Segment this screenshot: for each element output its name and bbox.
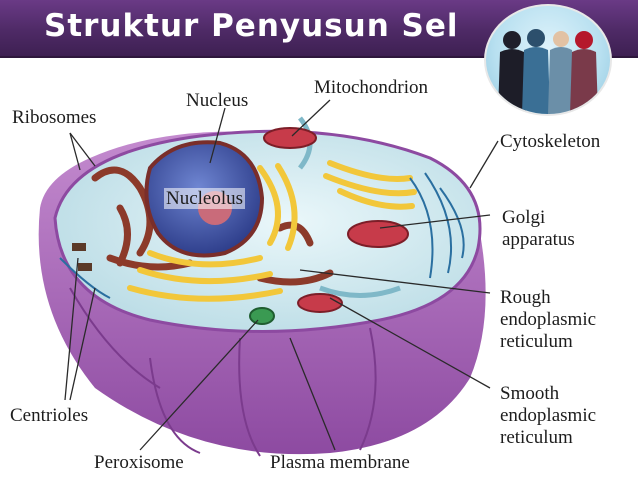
label-golgi-line2: apparatus (502, 229, 575, 250)
label-rough-er-line1: Rough (500, 287, 551, 308)
centrioles-shape (72, 243, 92, 271)
label-centrioles: Centrioles (10, 405, 89, 426)
label-golgi-line1: Golgi (502, 207, 546, 228)
cytoskeleton-shape (59, 172, 465, 299)
label-plasma-membrane: Plasma membrane (270, 452, 410, 473)
cytoplasm-shape (53, 129, 482, 333)
golgi-shape (127, 160, 417, 302)
label-peroxisome: Peroxisome (94, 452, 184, 473)
label-rough-er-line3: reticulum (500, 331, 573, 352)
label-smooth-er-line1: Smooth (500, 383, 560, 404)
label-cytoskeleton: Cytoskeleton (500, 131, 601, 152)
rough-er-shape (91, 166, 334, 286)
label-ribosomes: Ribosomes (12, 107, 97, 128)
label-smooth-er-line2: endoplasmic (500, 405, 597, 426)
leader-lines (64, 99, 499, 451)
label-nucleus: Nucleus (186, 90, 249, 111)
label-nucleolus: Nucleolus (164, 188, 246, 209)
label-smooth-er-line3: reticulum (500, 427, 573, 448)
group-photo-icon (484, 4, 612, 116)
label-mitochondrion: Mitochondrion (314, 77, 428, 98)
slide-title: Struktur Penyusun Sel (44, 8, 459, 44)
cell-illustration (38, 99, 499, 457)
peroxisome-shape (249, 307, 275, 325)
label-rough-er-line2: endoplasmic (500, 309, 597, 330)
mitochondrion-shape (263, 127, 409, 313)
